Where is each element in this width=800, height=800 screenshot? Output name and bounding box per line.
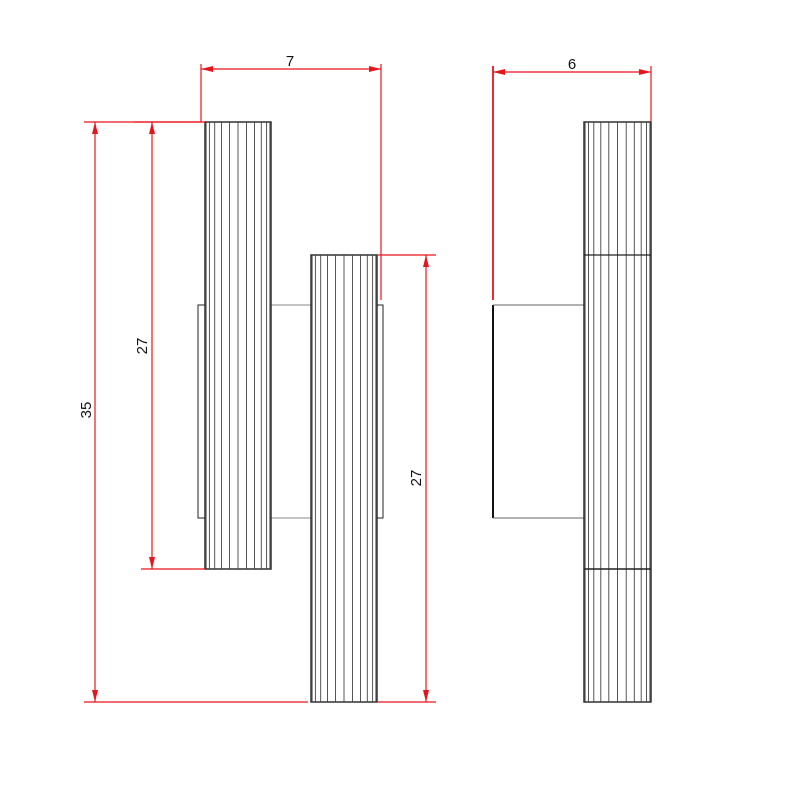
dim-27-right-arrow-bottom (423, 690, 429, 702)
dim-27-right-label: 27 (408, 470, 425, 487)
side-view (492, 121, 652, 703)
dim-7-label: 7 (286, 53, 294, 70)
front-right-handle-bar (310, 254, 378, 703)
front-left-handle-bar (204, 121, 272, 570)
side-handle-bar (583, 121, 652, 703)
dim-27-left-arrow-bottom (149, 557, 155, 569)
dim-6-arrow-right (639, 69, 651, 75)
dim-27-left-arrow-top (149, 122, 155, 134)
dim-6-label: 6 (568, 56, 576, 73)
front-view (197, 121, 384, 703)
dim-27-left-label: 27 (134, 338, 151, 355)
dim-7-arrow-left (201, 66, 213, 72)
dim-35-arrow-top (92, 122, 98, 134)
dimension-arrowheads (92, 66, 651, 702)
dim-35-label: 35 (78, 402, 95, 419)
front-mount-plate-right (376, 304, 384, 519)
dim-27-right-arrow-top (423, 255, 429, 267)
dim-35-arrow-bottom (92, 690, 98, 702)
dimension-lines (84, 64, 652, 703)
dim-7-extension-left (134, 64, 202, 123)
dim-7-arrow-right (369, 66, 381, 72)
dim-6-arrow-left (493, 69, 505, 75)
